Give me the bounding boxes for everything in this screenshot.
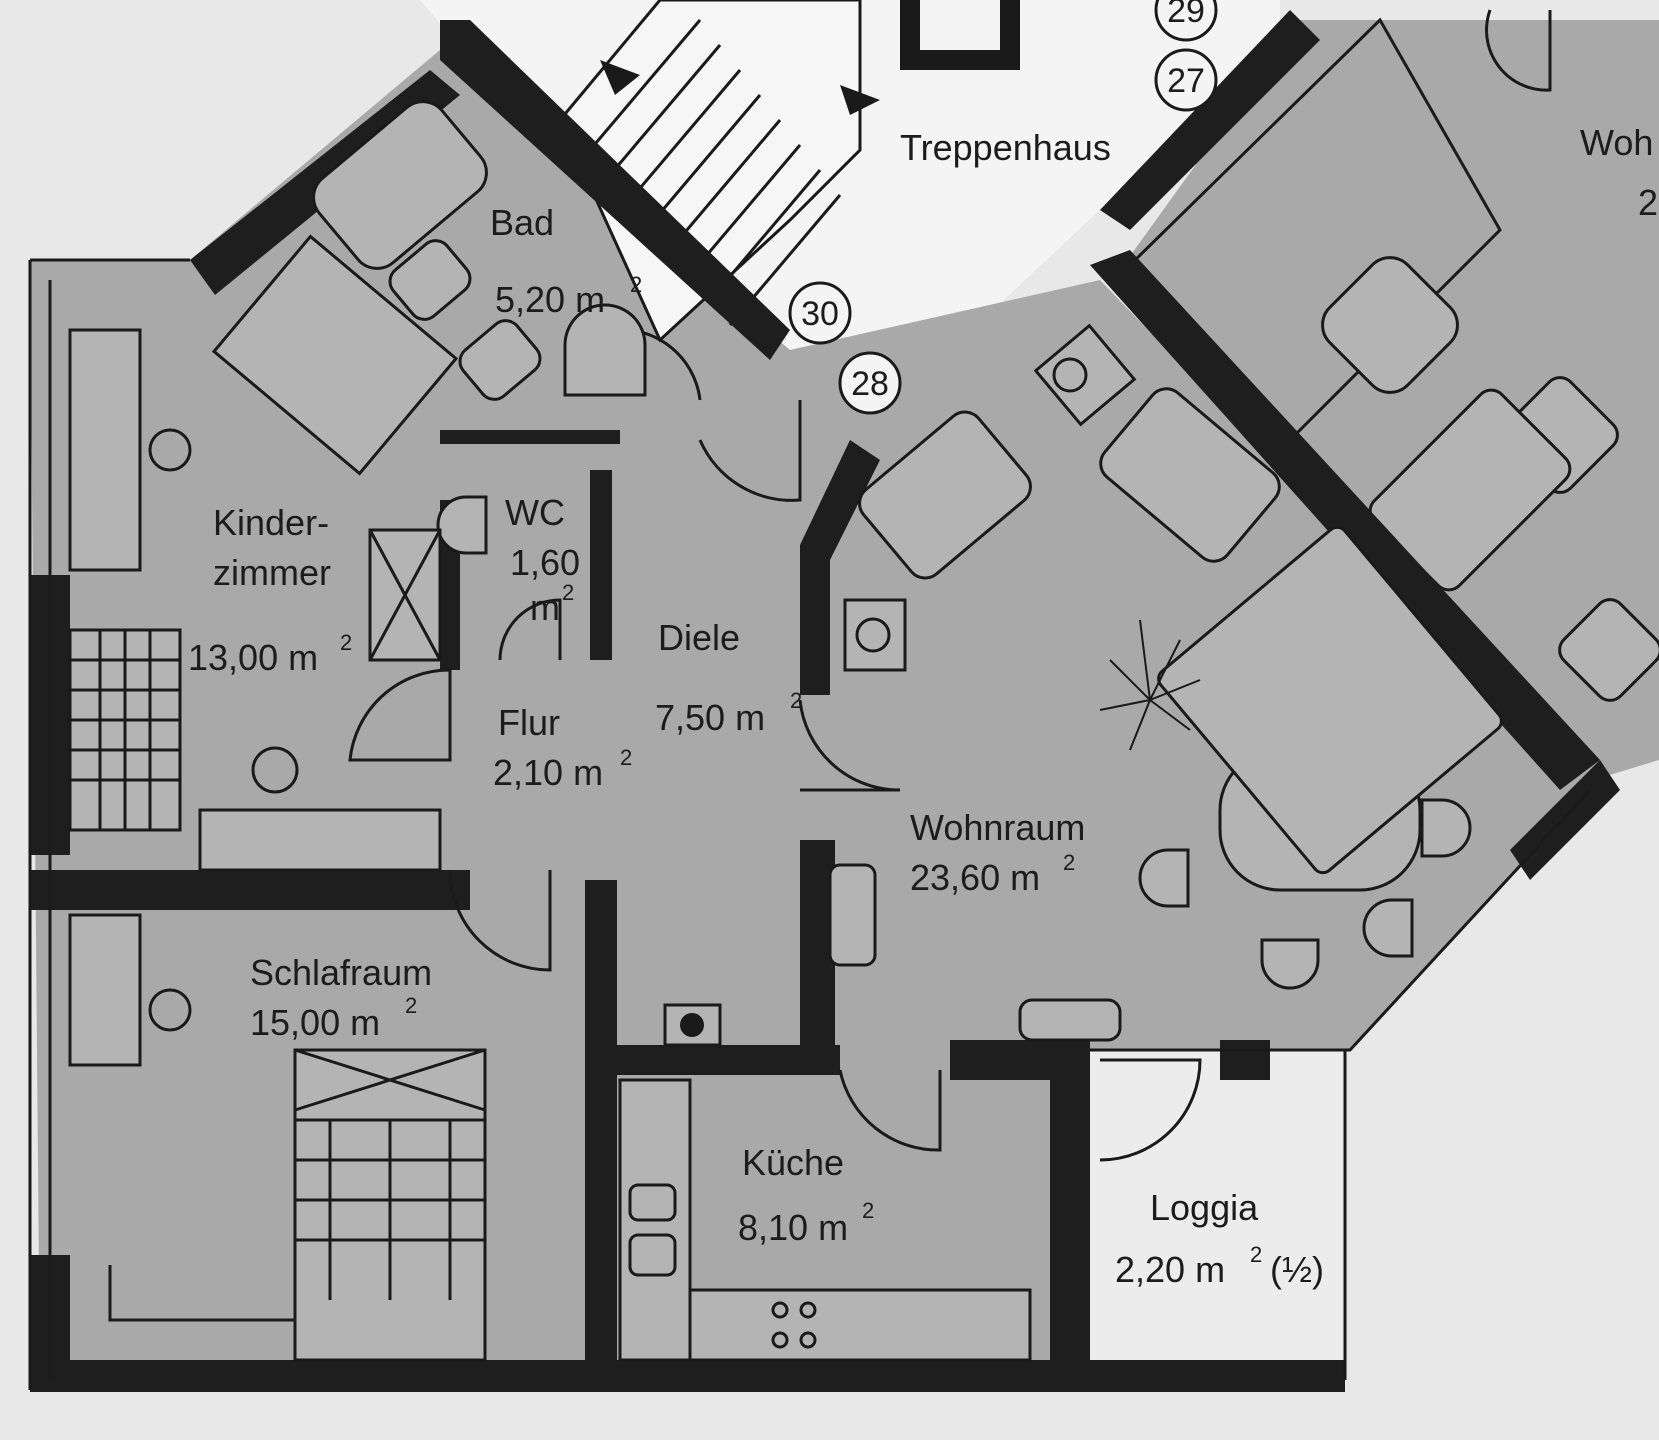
label-kueche-area: 8,10 m: [738, 1207, 848, 1248]
kitchen-furniture: [618, 1003, 1032, 1362]
sup-kinderzimmer: 2: [340, 630, 352, 655]
label-treppenhaus: Treppenhaus: [900, 127, 1111, 168]
label-flur: Flur: [498, 702, 560, 743]
bathroom-fixtures: [312, 100, 647, 555]
unit-marker-28: [838, 351, 902, 415]
kinderzimmer-furniture: [68, 234, 459, 872]
sup-schlafraum: 2: [405, 993, 417, 1018]
label-bad: Bad: [490, 202, 554, 243]
label-kueche: Küche: [742, 1142, 844, 1183]
sup-diele: 2: [790, 688, 802, 713]
walls: [30, 10, 1620, 1392]
label-bad-area: 5,20 m: [495, 279, 605, 320]
label-schlafraum-area: 15,00 m: [250, 1002, 380, 1043]
schlafraum-furniture: [68, 913, 487, 1362]
sup-bad: 2: [630, 272, 642, 297]
unit-markers: 29 27 30 28: [788, 0, 1218, 415]
label-loggia: Loggia: [1150, 1187, 1259, 1228]
label-loggia-area: 2,20 m: [1115, 1249, 1225, 1290]
label-kinder: Kinder-: [213, 502, 329, 543]
outline-lines: [28, 258, 1592, 1390]
label-zimmer: zimmer: [213, 552, 331, 593]
label-kinderzimmer-area: 13,00 m: [188, 637, 318, 678]
label-diele: Diele: [658, 617, 740, 658]
label-schlafraum: Schlafraum: [250, 952, 432, 993]
sup-kueche: 2: [862, 1198, 874, 1223]
neighbor-apartment: [1120, 9, 1659, 790]
label-wohnraum-area: 23,60 m: [910, 857, 1040, 898]
sup-flur: 2: [620, 745, 632, 770]
label-diele-area: 7,50 m: [655, 697, 765, 738]
label-wohnraum-neighbor: Woh: [1580, 122, 1653, 163]
room-labels: Treppenhaus Woh 2 Bad 5,20 m 2 Kinder- z…: [188, 122, 1658, 1290]
label-flur-area: 2,10 m: [493, 752, 603, 793]
unit-marker-30: [788, 281, 852, 345]
unit-number-27: 27: [1167, 62, 1205, 100]
unit-number-28: 28: [851, 365, 889, 403]
label-wc-area: 1,60: [510, 542, 580, 583]
staircase: [558, 0, 1020, 343]
label-wc: WC: [505, 492, 565, 533]
unit-marker-27: [1154, 48, 1218, 112]
label-wohnraum-neighbor-area: 2: [1638, 182, 1658, 223]
sup-wc: 2: [562, 580, 574, 605]
plant-icon: [1099, 619, 1201, 751]
label-wohnraum: Wohnraum: [910, 807, 1085, 848]
wohnraum-furniture: [828, 323, 1503, 1042]
label-loggia-note: (½): [1270, 1249, 1324, 1290]
loggia-area: [1090, 1050, 1345, 1380]
unit-marker-29: [1154, 0, 1218, 42]
unit-number-30: 30: [801, 295, 839, 333]
sup-wohnraum: 2: [1063, 850, 1075, 875]
label-wc-unit: m: [530, 587, 560, 628]
unit-number-29: 29: [1167, 0, 1205, 30]
sup-loggia: 2: [1250, 1242, 1262, 1267]
